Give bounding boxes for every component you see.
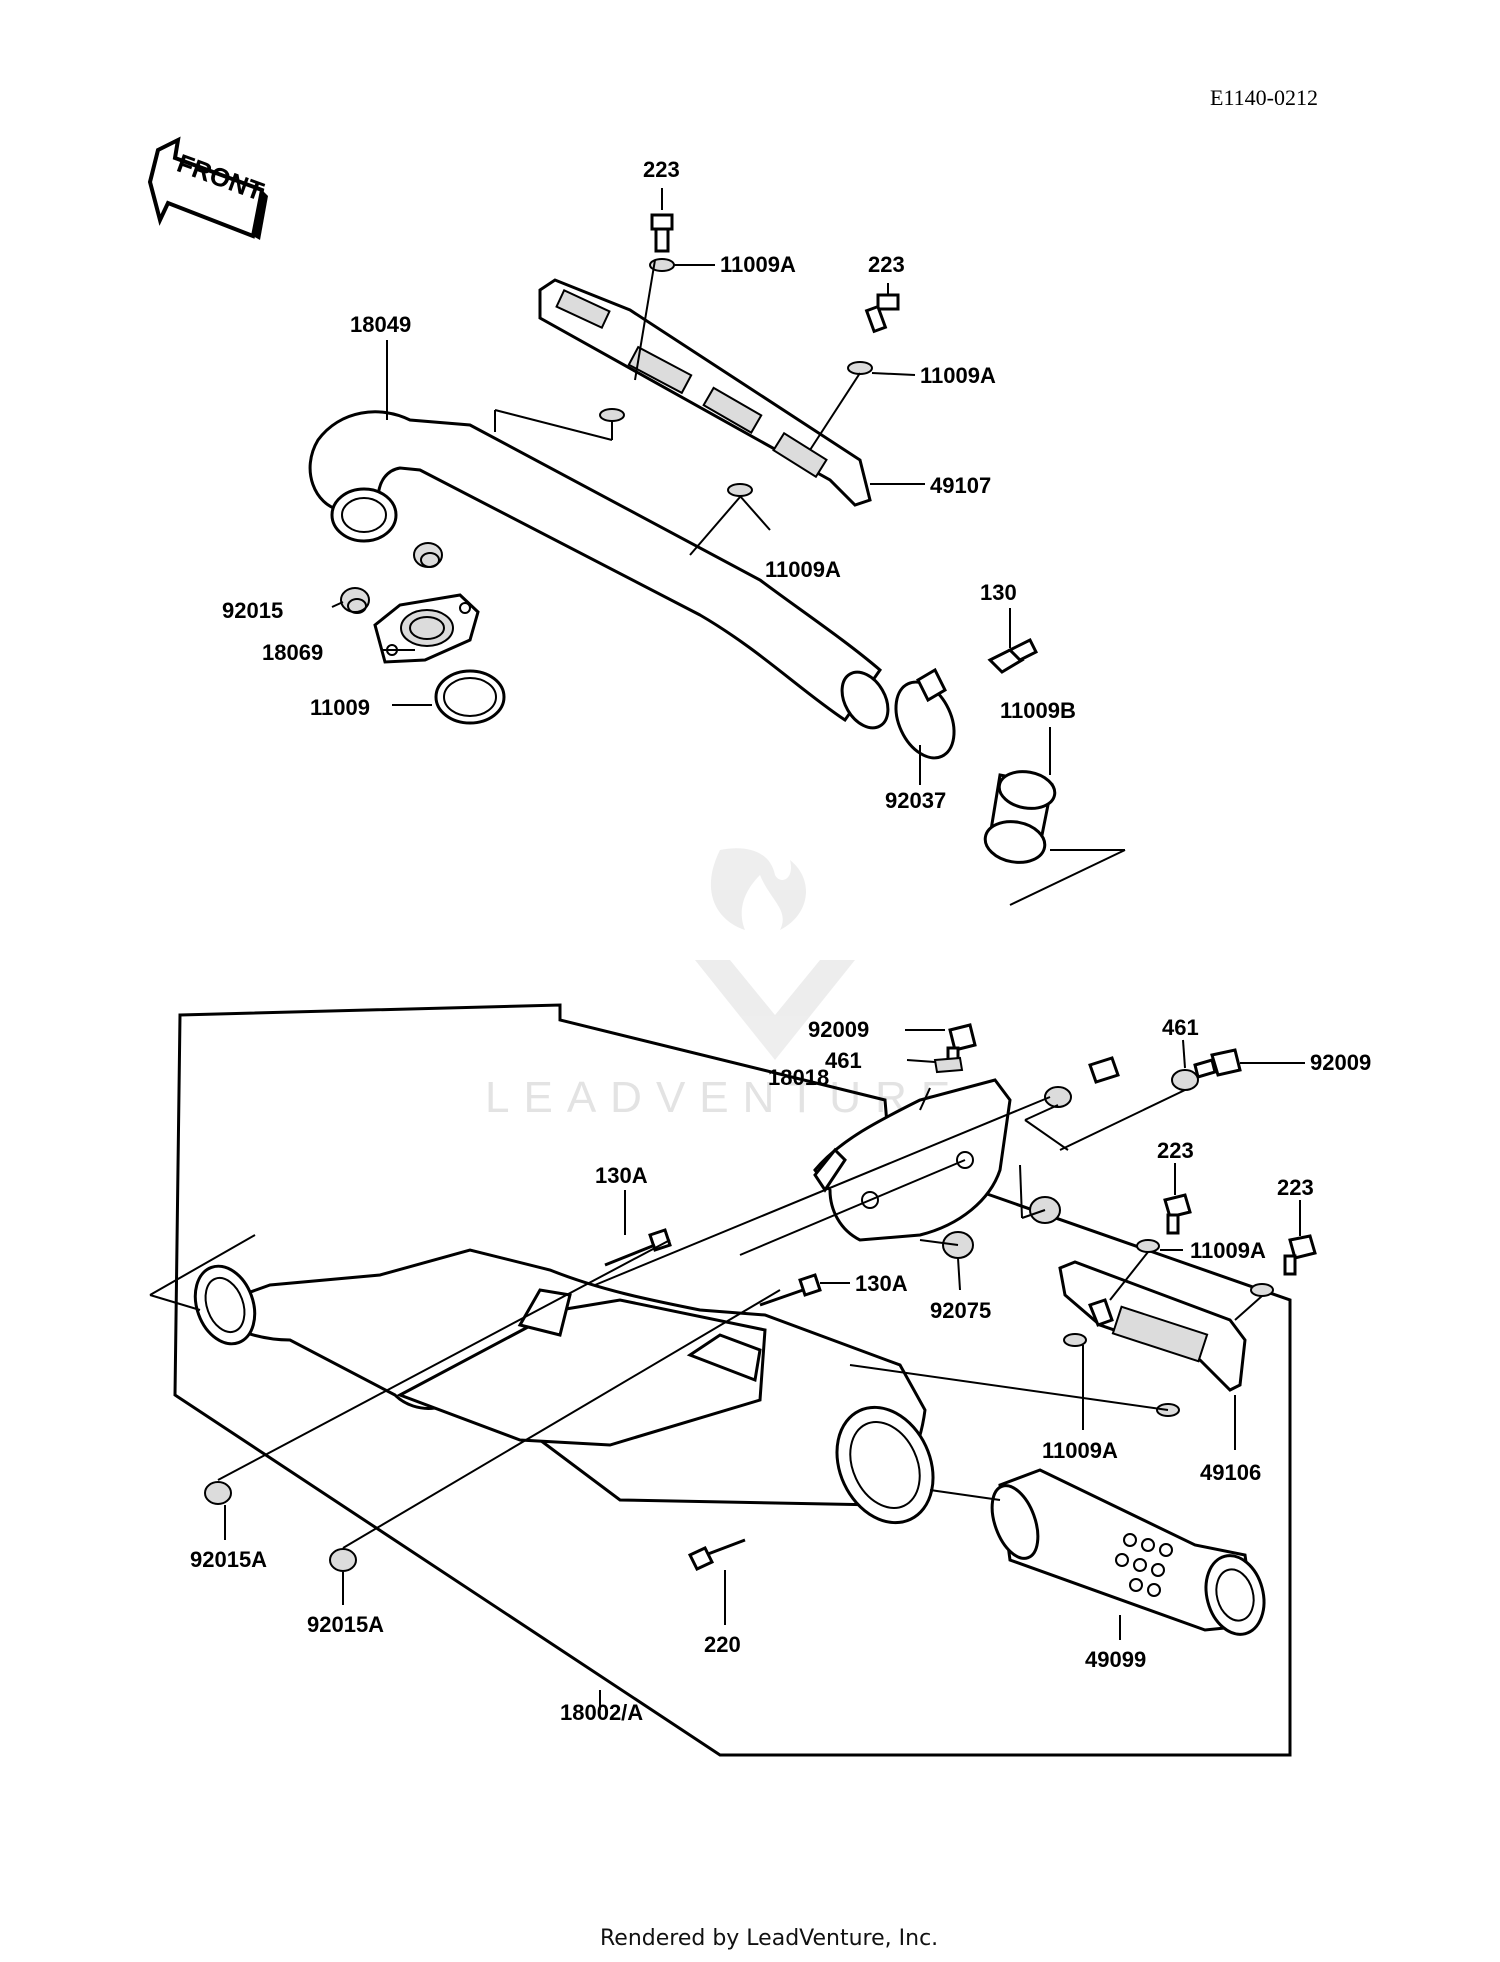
callout-49106: 49106: [1200, 1460, 1261, 1485]
flange-18069: [373, 593, 480, 664]
callout-223-right: 223: [868, 252, 905, 277]
nut-92015A-1: [204, 1481, 232, 1505]
callout-223-b1: 223: [1157, 1138, 1194, 1163]
nut-92015A-2: [329, 1548, 357, 1572]
callout-11009A-top: 11009A: [720, 252, 796, 277]
bolt-130A-mid: [759, 1273, 822, 1307]
watermark-logo: [695, 848, 855, 1060]
callout-92075: 92075: [930, 1298, 991, 1323]
callout-11009A-mid: 11009A: [765, 557, 841, 582]
callout-92015: 92015: [222, 598, 283, 623]
callout-11009A-right: 11009A: [920, 363, 996, 388]
footer-credit: Rendered by LeadVenture, Inc.: [600, 1926, 938, 1951]
heat-guard-upper: [538, 278, 872, 507]
bolt-223-b2: [1283, 1234, 1317, 1276]
leader-lines-lower: [149, 1029, 1305, 1710]
washer-461-right: [1171, 1069, 1199, 1091]
callout-49099: 49099: [1085, 1647, 1146, 1672]
bolt-220: [687, 1538, 746, 1571]
bolt-223-right: [847, 293, 900, 375]
callout-92037: 92037: [885, 788, 946, 813]
callout-92009-right: 92009: [1310, 1050, 1371, 1075]
diagram-code: E1140-0212: [1210, 85, 1318, 110]
bolt-130: [987, 637, 1039, 674]
spring-461-left: [933, 1056, 964, 1074]
muffler: [193, 1248, 935, 1525]
leader-lines-upper: [331, 188, 1126, 906]
bolt-223-top: [649, 213, 675, 272]
callout-92009-left: 92009: [808, 1017, 869, 1042]
washer-cover-mid: [1044, 1086, 1072, 1108]
callout-130A-top: 130A: [595, 1163, 648, 1188]
callout-11009A-b2: 11009A: [1042, 1438, 1118, 1463]
callout-461-left: 461: [825, 1048, 862, 1073]
washer-11009A-b3: [1063, 1333, 1087, 1347]
washer-11009A-b2: [1250, 1283, 1274, 1297]
heat-guard-49106: [1058, 1260, 1247, 1392]
heat-cover-18018: [813, 1078, 1012, 1242]
callout-220: 220: [704, 1632, 741, 1657]
callout-461-right: 461: [1162, 1015, 1199, 1040]
washer-pipe-1: [599, 408, 625, 422]
nut-92015-right: [413, 542, 443, 568]
callout-11009A-b1: 11009A: [1190, 1238, 1266, 1263]
assembly-outline-18002A: [173, 1003, 1292, 1757]
clamp-92037: [894, 667, 956, 760]
callout-223-b2: 223: [1277, 1175, 1314, 1200]
callout-18018: 18018: [768, 1065, 829, 1090]
callout-223-top: 223: [643, 157, 680, 182]
gasket-11009: [434, 669, 506, 725]
callout-92015A-1: 92015A: [190, 1547, 267, 1572]
callout-49107: 49107: [930, 473, 991, 498]
callout-18002A: 18002/A: [560, 1700, 643, 1725]
front-arrow-icon: FRONT: [147, 136, 268, 240]
exhaust-pipe: [308, 410, 890, 730]
callout-18049: 18049: [350, 312, 411, 337]
callout-18069: 18069: [262, 640, 323, 665]
callout-130A-mid: 130A: [855, 1271, 908, 1296]
nut-92015-left: [340, 587, 370, 614]
callout-11009: 11009: [310, 695, 370, 720]
bolt-130A-top: [604, 1228, 672, 1267]
bolt-92009-right: [1193, 1048, 1242, 1079]
silencer-49099: [990, 1468, 1266, 1636]
bolt-223-b1: [1163, 1193, 1192, 1235]
washer-pipe-2: [727, 483, 753, 497]
bolt-cover-mid: [1088, 1056, 1120, 1084]
washer-11009A-b1: [1136, 1239, 1160, 1253]
callout-11009B: 11009B: [1000, 698, 1076, 723]
callout-92015A-2: 92015A: [307, 1612, 384, 1637]
gasket-11009B: [983, 770, 1057, 864]
callout-130: 130: [980, 580, 1017, 605]
